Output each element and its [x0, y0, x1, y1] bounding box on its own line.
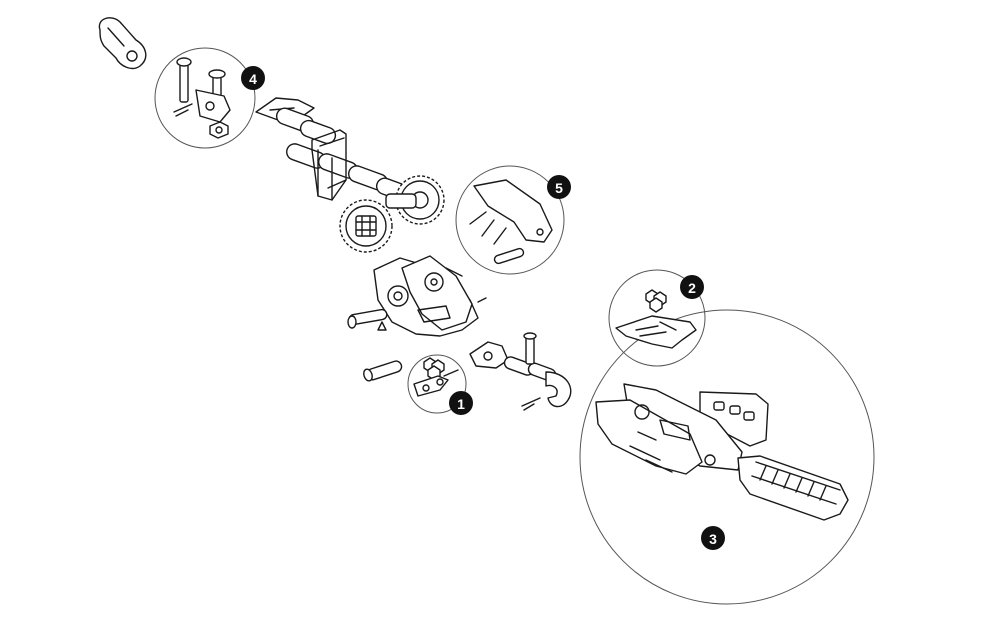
top-shackle-part [98, 17, 147, 70]
drive-gear-lower [339, 199, 393, 253]
callout-badge-1: 1 [449, 391, 473, 415]
svg-text:4: 4 [249, 71, 257, 87]
lever-handle-3 [595, 383, 849, 521]
callout-circle-4 [154, 47, 256, 149]
svg-text:2: 2 [688, 280, 696, 296]
bottom-hook-assembly [469, 332, 572, 411]
chain-guide-frame [311, 129, 347, 201]
guide-bracket-5 [469, 179, 553, 265]
load-chain [255, 97, 415, 203]
hoist-housing [347, 255, 487, 337]
bolt-bracket-assembly [173, 57, 231, 139]
callout-circle-2 [608, 269, 706, 367]
svg-text:3: 3 [709, 531, 717, 547]
callout-badge-5: 5 [547, 175, 571, 199]
callout-circle-5 [455, 165, 565, 275]
callout-circle-3 [579, 309, 875, 605]
callout-circle-1 [407, 354, 467, 414]
callout-badge-3: 3 [701, 526, 725, 550]
drive-gear-upper [385, 175, 445, 225]
callout-badge-2: 2 [680, 275, 704, 299]
callout-badge-4: 4 [241, 66, 265, 90]
svg-text:1: 1 [457, 396, 465, 412]
nut-set-1 [413, 357, 459, 397]
nut-plate-set-2 [615, 289, 697, 349]
svg-text:5: 5 [555, 180, 563, 196]
loose-pin [363, 360, 403, 382]
